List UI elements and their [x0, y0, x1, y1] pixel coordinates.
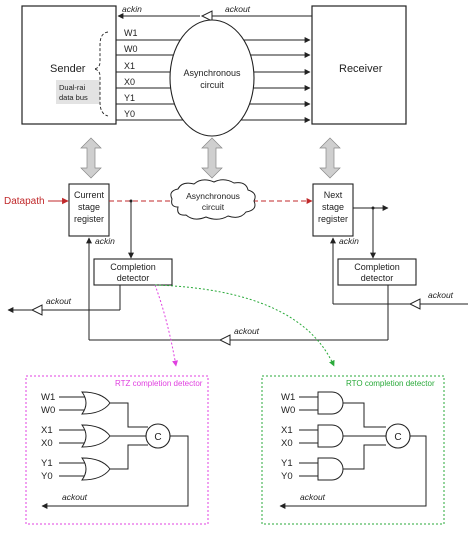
rtz-or-gate-1 — [81, 391, 111, 415]
rtz-input-w0: W0 — [41, 405, 55, 416]
ackout-bottom-buffer — [218, 334, 231, 346]
rto-and-gate-1 — [317, 391, 344, 415]
receiver-label: Receiver — [339, 63, 383, 75]
async-cloud-label-2: circuit — [202, 202, 225, 212]
rtz-or-gate-2 — [81, 424, 111, 448]
completion-detector-right — [337, 258, 417, 286]
rtz-box — [25, 375, 209, 525]
signal-label-x1: X1 — [124, 61, 135, 71]
rto-inputs: W1 W0 X1 X0 Y1 Y0 — [281, 392, 295, 482]
cd-right-label-1: Completion — [354, 262, 400, 272]
bus-brace — [93, 31, 109, 117]
cd-left-label-2: detector — [117, 273, 150, 283]
ackout-top-label: ackout — [225, 4, 251, 14]
double-arrow-right — [319, 137, 341, 179]
rtz-input-x0: X0 — [41, 438, 53, 449]
rtz-callout — [154, 284, 179, 367]
async-cloud-label-1: Asynchronous — [186, 191, 240, 201]
rto-input-x0: X0 — [281, 438, 293, 449]
ackout-left-buffer — [30, 304, 43, 316]
rto-box — [261, 375, 445, 525]
datapath-label: Datapath — [4, 196, 45, 207]
rtz-ackout-label: ackout — [62, 492, 88, 502]
next-stage-register — [312, 183, 354, 237]
rto-and-gate-3 — [317, 457, 344, 481]
rtz-input-x1: X1 — [41, 425, 53, 436]
rto-input-x1: X1 — [281, 425, 293, 436]
ackin-right-label: ackin — [339, 236, 359, 246]
rtz-input-y0: Y0 — [41, 471, 53, 482]
async-top-label-2: circuit — [200, 80, 224, 90]
current-stage-register — [68, 183, 110, 237]
ackout-left-label: ackout — [46, 296, 72, 306]
rto-ackout-path — [279, 435, 427, 509]
signal-label-w0: W0 — [124, 44, 138, 54]
completion-detector-left — [93, 258, 173, 286]
rto-ackout-label: ackout — [300, 492, 326, 502]
async-top-label-1: Asynchronous — [183, 68, 241, 78]
rto-input-w0: W0 — [281, 405, 295, 416]
ackin-left-label: ackin — [95, 236, 115, 246]
receiver-box — [311, 5, 407, 125]
async-circuit-top — [169, 19, 255, 137]
rto-gates — [299, 391, 386, 481]
rtz-or-gate-3 — [81, 457, 111, 481]
dual-rail-label-1: Dual-rai — [59, 83, 86, 92]
rtz-gates — [59, 391, 148, 481]
current-stage-label-1: Current — [74, 190, 105, 200]
signal-label-x0: X0 — [124, 77, 135, 87]
signal-label-w1: W1 — [124, 28, 138, 38]
cd-left-label-1: Completion — [110, 262, 156, 272]
ackout-bottom-label: ackout — [234, 326, 260, 336]
current-stage-label-2: stage — [78, 202, 100, 212]
signal-label-y1: Y1 — [124, 93, 135, 103]
rtz-input-y1: Y1 — [41, 458, 53, 469]
rto-and-gate-2 — [317, 424, 344, 448]
dual-rail-label-2: data bus — [59, 93, 88, 102]
ackout-top-buffer — [200, 10, 213, 22]
rtz-c-label: C — [154, 432, 161, 443]
ackin-top-label: ackin — [122, 4, 142, 14]
rto-input-w1: W1 — [281, 392, 295, 403]
rtz-input-w1: W1 — [41, 392, 55, 403]
cd-right-label-2: detector — [361, 273, 394, 283]
signal-label-y0: Y0 — [124, 109, 135, 119]
next-stage-label-1: Next — [324, 190, 343, 200]
next-stage-label-3: register — [318, 214, 348, 224]
rto-callout — [154, 284, 335, 367]
rto-input-y1: Y1 — [281, 458, 293, 469]
double-arrow-left — [80, 137, 102, 179]
rtz-inputs: W1 W0 X1 X0 Y1 Y0 — [41, 392, 55, 482]
dual-rail-badge — [56, 80, 100, 104]
ackout-right-buffer — [408, 298, 421, 310]
current-stage-label-3: register — [74, 214, 104, 224]
next-stage-label-2: stage — [322, 202, 344, 212]
rto-title: RTO completion detector — [346, 379, 435, 388]
rtz-ackout-path — [41, 435, 189, 509]
async-circuit-cloud — [170, 179, 256, 220]
double-arrow-middle — [201, 137, 223, 179]
rtz-title: RTZ completion detector — [115, 379, 203, 388]
rto-input-y0: Y0 — [281, 471, 293, 482]
sender-label: Sender — [50, 63, 86, 75]
rto-c-label: C — [394, 432, 401, 443]
ackout-right-label: ackout — [428, 290, 454, 300]
